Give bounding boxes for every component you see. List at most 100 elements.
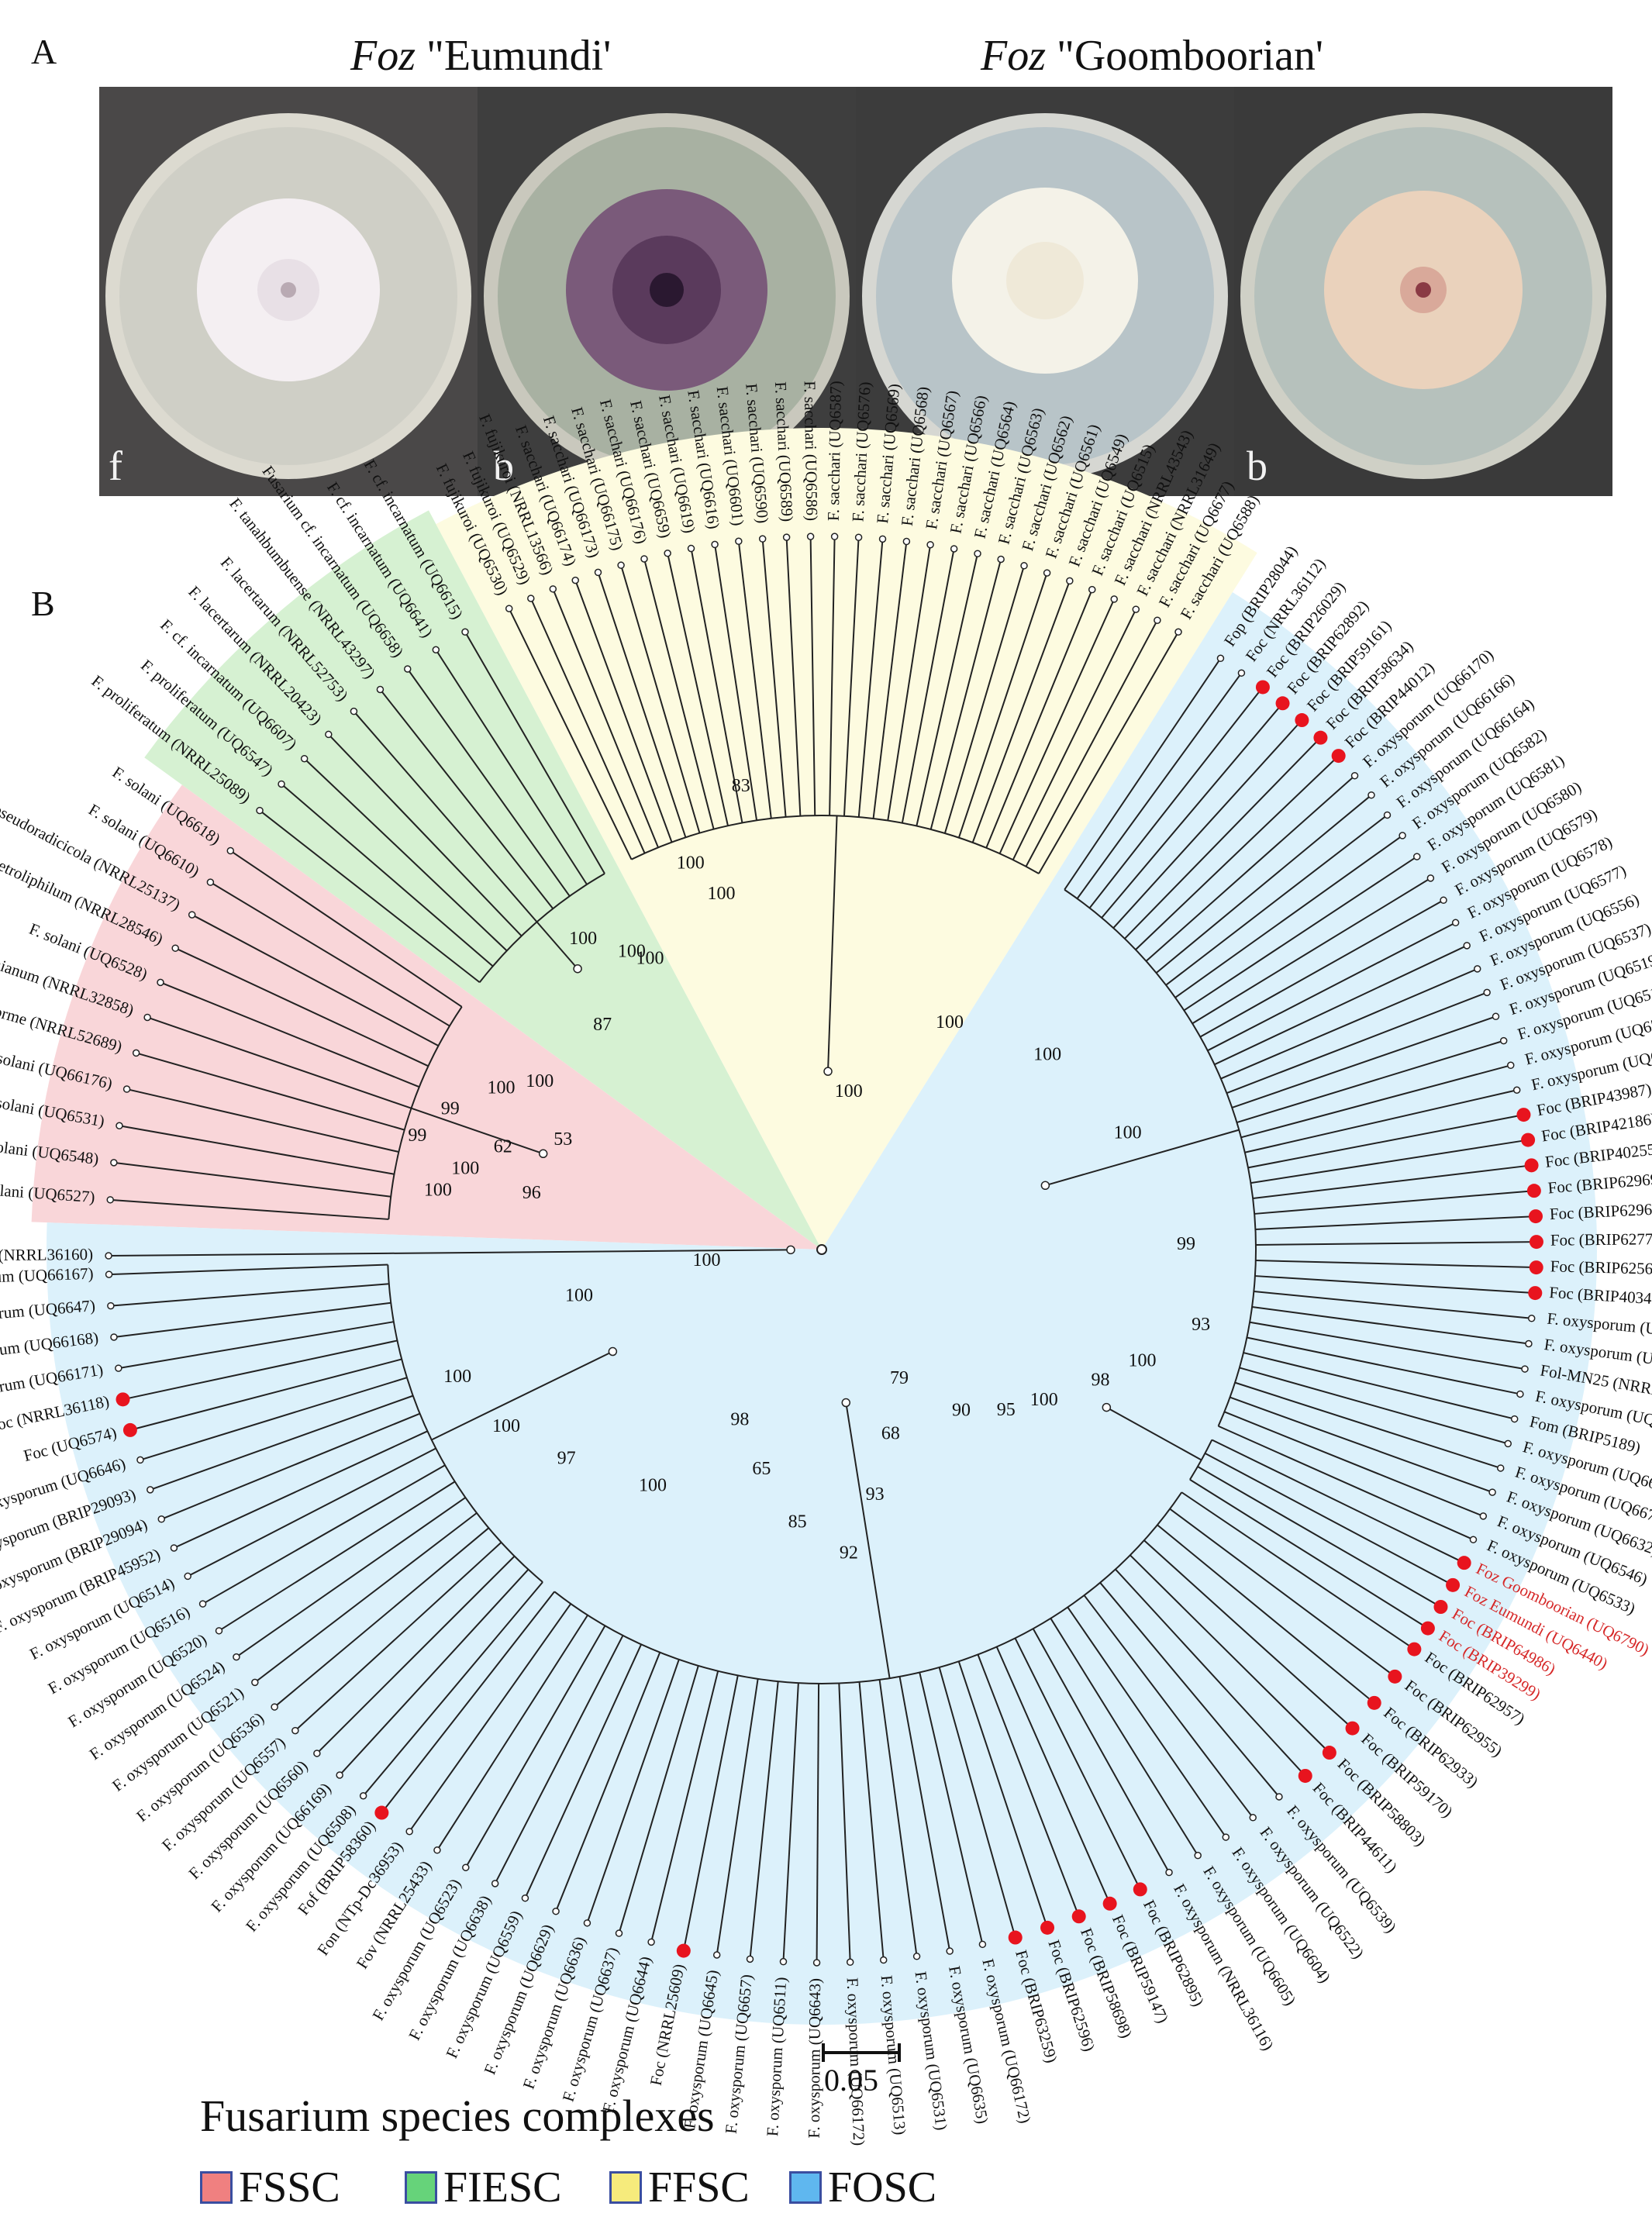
branch [857,539,884,818]
clade-sector-fiesc [144,510,822,1250]
branch [1255,1260,1535,1269]
taxon-label: F. sacchari (UQ6586) [801,381,822,521]
tip-node [782,533,791,541]
branch [126,1088,399,1153]
panel-a-left-title: Foz "Eumundi' [350,31,611,81]
branch [110,1198,389,1220]
right-title-italic: Foz [981,32,1046,80]
red-dot-marker [1529,1260,1543,1275]
taxon-label: F. sacchari (UQ6587) [824,381,845,521]
tip-node [830,533,839,540]
branch [1143,1539,1352,1729]
branch [1231,1015,1496,1108]
red-dot-marker [374,1805,389,1820]
plate-photo-1 [99,87,478,496]
branch [1249,1321,1526,1370]
tip-node [110,1159,118,1167]
tip-node [779,1957,788,1966]
tip-node [1496,1464,1505,1472]
branch [229,850,463,1008]
stem-branch [431,1350,613,1441]
bootstrap-value: 85 [788,1512,807,1532]
tip-node [157,978,164,987]
branch [809,536,816,816]
branch [524,1643,643,1899]
internal-node [823,1067,833,1076]
bootstrap-value: 99 [1177,1234,1195,1254]
bootstrap-value: 98 [730,1410,749,1430]
branch [379,688,554,909]
tip-node [1483,988,1491,997]
plate-photo-2 [478,87,856,496]
bootstrap-value: 100 [707,884,735,904]
tip-node [462,1863,470,1871]
branch [1183,856,1418,1012]
branch [1252,1164,1530,1199]
tip-node [978,1940,987,1949]
red-dot-marker [1526,1184,1541,1198]
branch [435,649,588,885]
plate-side-1: f [109,443,122,489]
right-title-rest: "Goomboorian' [1046,32,1324,80]
branch [749,1681,779,1960]
plate-photo-4 [1234,87,1612,496]
branch [977,1654,1079,1915]
left-title-rest: "Eumundi' [416,32,612,80]
branch [274,1527,489,1708]
tip-node [711,540,719,549]
tip-node [527,595,535,602]
tip-node [1512,1086,1521,1094]
branch [843,537,860,816]
branch [1038,631,1179,874]
branch [737,541,772,819]
branch [1234,1381,1502,1469]
branch [150,1395,414,1491]
branch [174,947,429,1067]
tip-node [878,535,887,543]
bootstrap-value: 100 [492,1416,520,1436]
tip-node [617,561,625,569]
tip-node [1367,791,1375,799]
bootstrap-value: 99 [408,1126,426,1146]
bootstrap-value: 100 [677,853,705,873]
tip-node [116,1122,123,1129]
tip-node [926,540,934,549]
bootstrap-value: 100 [1033,1045,1061,1065]
tip-node [198,1600,207,1608]
tip-node [854,533,863,541]
tip-node [1249,1814,1257,1822]
branch [650,1670,719,1943]
branch [716,1678,759,1956]
branch [943,565,1025,834]
bootstrap-value: 98 [1092,1370,1110,1390]
tip-node [583,1919,591,1927]
bootstrap-value: 68 [881,1423,900,1443]
bootstrap-value: 100 [618,942,646,962]
branch [1181,1491,1414,1650]
branch [436,1615,588,1851]
internal-node [538,1149,548,1159]
tip-node [1020,562,1028,570]
branch [919,1672,984,1945]
red-dot-marker [1524,1158,1539,1173]
tip-node [1194,1851,1202,1860]
legend-label-ffsc: FFSC [648,2163,750,2212]
tip-node [549,585,557,593]
branch [464,1625,606,1868]
bootstrap-value: 100 [1114,1122,1142,1143]
tip-node [271,1703,278,1711]
branch [878,1679,918,1956]
branch [829,536,836,816]
tip-node [1527,1315,1536,1322]
bootstrap-value: 100 [639,1475,667,1495]
legend-title: Fusarium species complexes [200,2091,715,2141]
branch [1207,922,1457,1052]
branch [1099,1582,1280,1798]
branch [887,544,932,821]
bootstrap-value: 100 [443,1367,471,1387]
branch [187,1447,436,1577]
tip-node [812,1959,821,1967]
red-dot-marker [1295,713,1309,728]
red-dot-marker [1407,1642,1422,1657]
